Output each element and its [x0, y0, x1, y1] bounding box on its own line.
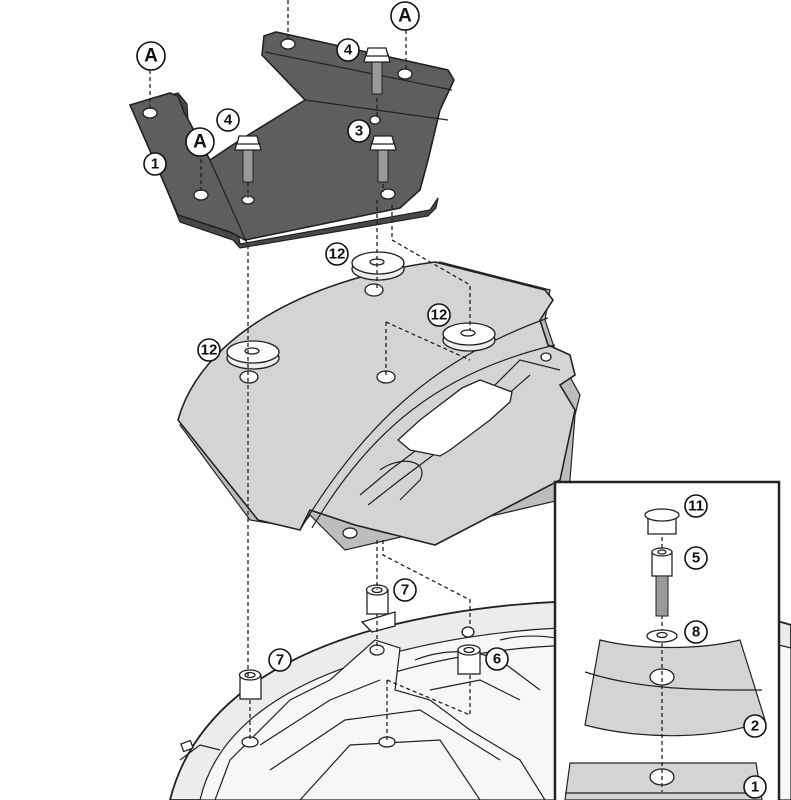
svg-text:7: 7 [401, 582, 409, 599]
svg-text:1: 1 [151, 156, 159, 173]
svg-text:6: 6 [493, 651, 501, 668]
svg-text:A: A [398, 6, 412, 27]
callout-part-6: 6 [485, 647, 509, 671]
hex-bolt-right [369, 135, 397, 183]
callout-inset-8: 8 [684, 620, 708, 644]
hex-bolt-top [363, 47, 391, 95]
detail-inset [553, 480, 781, 800]
svg-text:3: 3 [355, 123, 363, 140]
spacer-center [360, 584, 396, 633]
svg-text:12: 12 [431, 307, 448, 324]
svg-text:8: 8 [692, 624, 700, 641]
svg-text:A: A [144, 46, 158, 67]
callout-inset-11: 11 [684, 494, 708, 518]
callout-inset-2: 2 [743, 714, 767, 738]
svg-text:7: 7 [276, 652, 284, 669]
svg-text:4: 4 [224, 112, 233, 129]
callout-part-4-top: 4 [336, 38, 360, 62]
callout-part-3: 3 [347, 119, 371, 143]
rubber-washer-top [351, 251, 405, 281]
hex-bolt-left [234, 135, 262, 183]
callout-part-4-left: 4 [216, 108, 240, 132]
rubber-washer-left [226, 340, 280, 370]
callout-inset-1: 1 [743, 775, 767, 799]
mounting-plate [128, 31, 455, 249]
svg-text:12: 12 [329, 246, 346, 263]
callout-part-12-left: 12 [197, 338, 221, 362]
svg-text:4: 4 [344, 42, 353, 59]
callout-part-1-plate: 1 [143, 152, 167, 176]
rubber-washer-right [442, 322, 496, 352]
callout-inset-5: 5 [684, 546, 708, 570]
rack-plate [177, 261, 581, 551]
svg-text:11: 11 [688, 498, 704, 515]
spacer-left [238, 669, 262, 700]
callout-part-12-right: 12 [427, 303, 451, 327]
svg-text:1: 1 [751, 779, 759, 796]
svg-text:12: 12 [201, 342, 218, 359]
assembly-lines [149, 0, 471, 742]
callout-part-7-left: 7 [268, 648, 292, 672]
svg-text:2: 2 [751, 718, 759, 735]
callout-part-12-top: 12 [325, 242, 349, 266]
svg-text:5: 5 [692, 550, 700, 567]
spacer-right [457, 626, 481, 675]
svg-text:A: A [193, 132, 207, 153]
callout-a-top-right: A [390, 1, 420, 31]
callout-a-center: A [185, 127, 215, 157]
callout-a-left: A [136, 41, 166, 71]
callout-part-7-center: 7 [393, 578, 417, 602]
